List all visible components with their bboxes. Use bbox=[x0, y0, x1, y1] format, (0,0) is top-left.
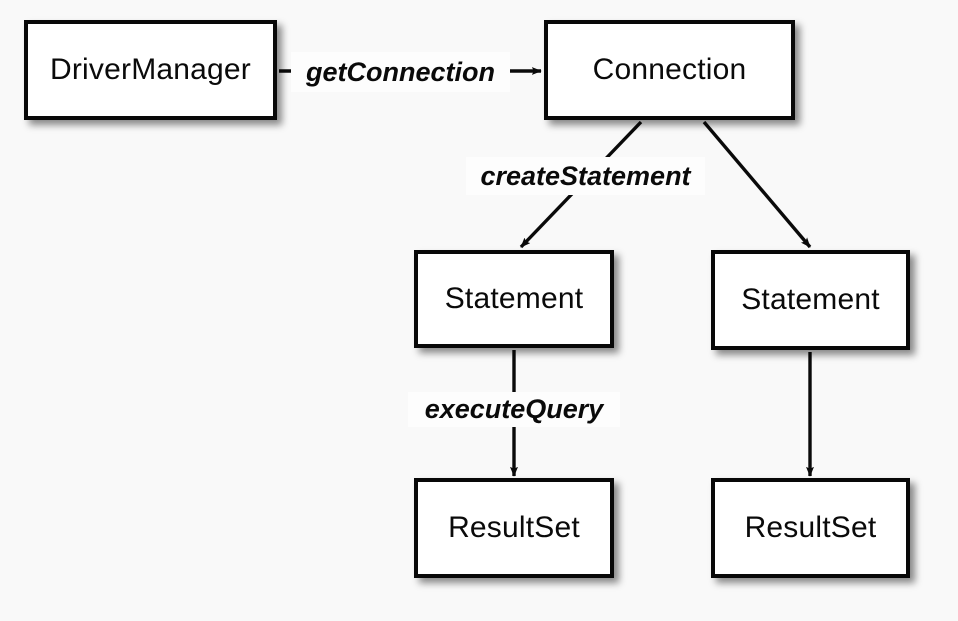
node-statement-right-label: Statement bbox=[741, 283, 880, 316]
node-resultset-left-label: ResultSet bbox=[448, 511, 580, 544]
node-resultset-left[interactable]: ResultSet bbox=[414, 478, 614, 578]
node-statement-left-label: Statement bbox=[444, 282, 584, 315]
edge-label-get-connection: getConnection bbox=[291, 52, 510, 92]
node-statement-right[interactable]: Statement bbox=[711, 250, 910, 350]
node-resultset-right[interactable]: ResultSet bbox=[711, 478, 910, 578]
node-driver-manager[interactable]: DriverManager bbox=[24, 20, 277, 120]
node-connection-label: Connection bbox=[592, 53, 747, 86]
edge-create-statement-2 bbox=[702, 120, 812, 249]
node-statement-left[interactable]: Statement bbox=[414, 250, 614, 348]
node-connection[interactable]: Connection bbox=[544, 20, 795, 120]
node-resultset-right-label: ResultSet bbox=[744, 511, 877, 544]
node-driver-manager-label: DriverManager bbox=[50, 53, 251, 86]
edge-label-create-statement: createStatement bbox=[466, 157, 705, 195]
edge-label-execute-query: executeQuery bbox=[408, 392, 620, 427]
